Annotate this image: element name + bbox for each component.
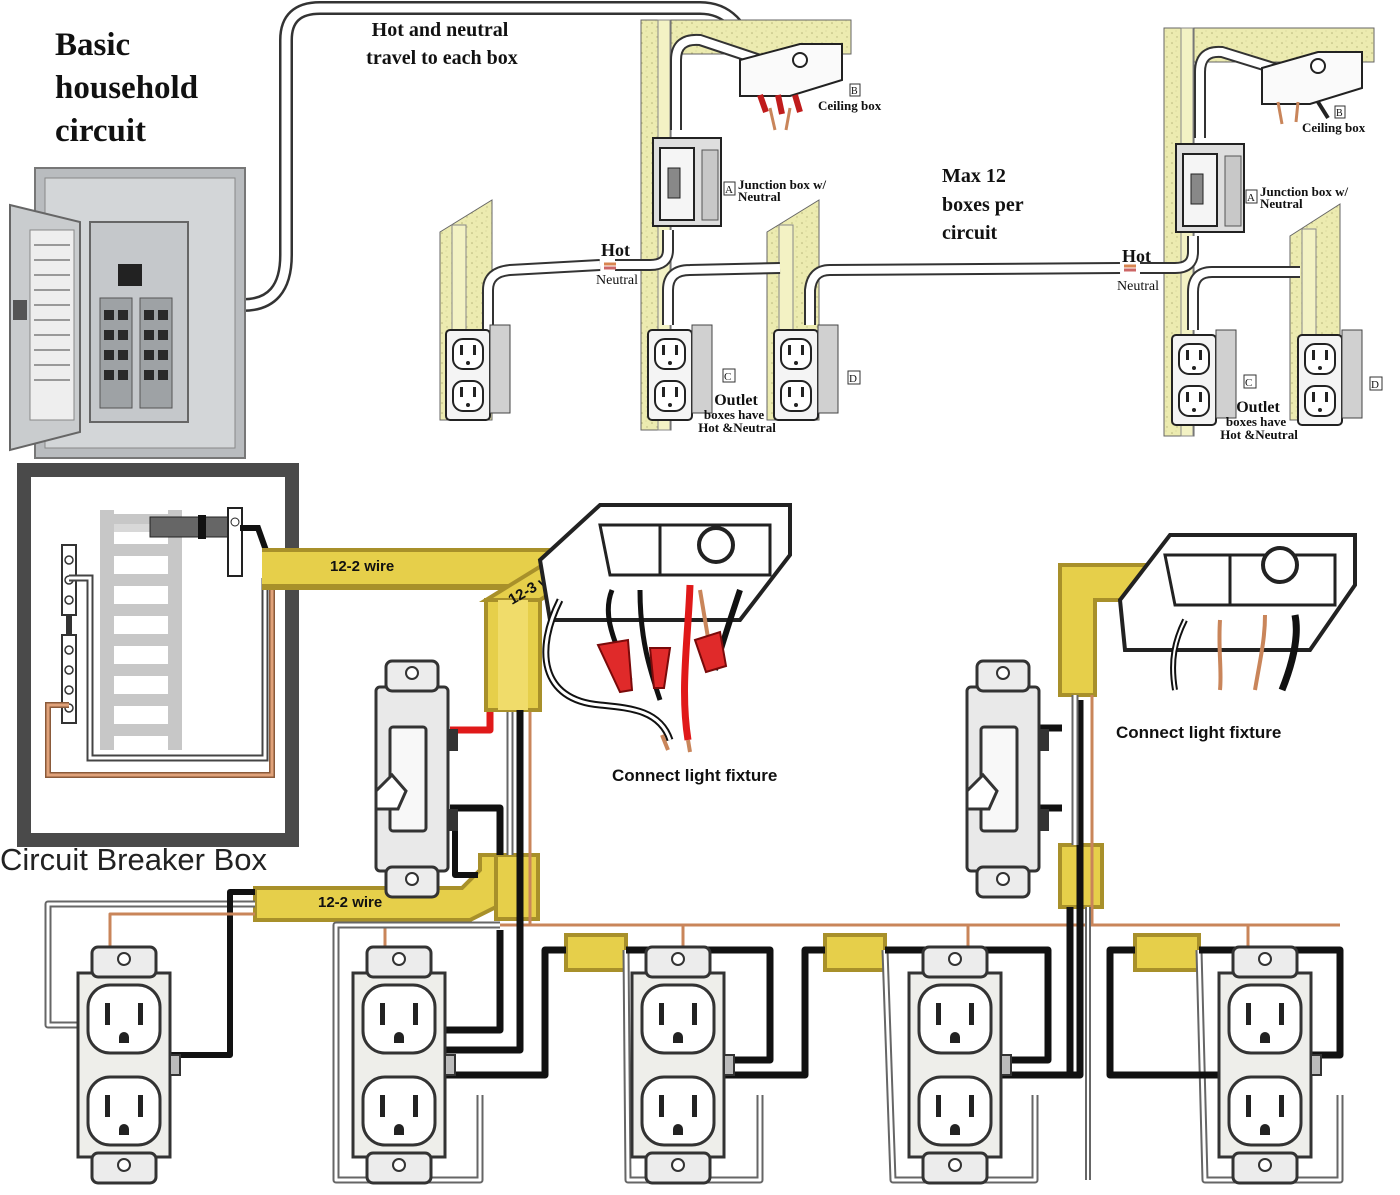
right-outlet-note-2: boxes have xyxy=(1226,414,1287,429)
outlet-2 xyxy=(351,945,457,1185)
left-box-d-letter: D xyxy=(849,373,857,385)
left-box-c-letter: C xyxy=(724,371,731,383)
outlet-1 xyxy=(76,945,182,1185)
outlet-4 xyxy=(907,945,1013,1185)
title-line-3: circuit xyxy=(55,113,146,149)
right-outlet-note-3: Hot &Neutral xyxy=(1220,427,1298,442)
outlet-3 xyxy=(630,945,736,1185)
left-ceiling-box-label: Ceiling box xyxy=(818,98,882,113)
right-switch xyxy=(965,659,1051,899)
right-neutral-label: Neutral xyxy=(1117,279,1159,294)
right-ceiling-box xyxy=(1261,51,1363,125)
right-outlet-note-1: Outlet xyxy=(1236,399,1280,416)
wire-outlets-label: 12-2 wire xyxy=(318,894,382,911)
left-fixture-label: Connect light fixture xyxy=(612,766,777,785)
title-line-1: Basic xyxy=(55,27,130,63)
right-box-c-letter: C xyxy=(1245,377,1252,389)
right-fixture-label: Connect light fixture xyxy=(1116,723,1281,742)
left-outlet-note-1: Outlet xyxy=(714,392,758,409)
wire-main-label: 12-2 wire xyxy=(330,558,394,575)
max-note-line-3: circuit xyxy=(942,222,998,244)
left-assembly: Hot Neutral B Ceiling box A Junction box… xyxy=(439,19,1121,435)
right-box-a-letter: A xyxy=(1247,192,1255,204)
right-ceiling-box-label: Ceiling box xyxy=(1302,120,1366,135)
left-box-b-letter: B xyxy=(851,86,858,97)
right-box-b-letter: B xyxy=(1336,108,1343,119)
left-outlet-note-2: boxes have xyxy=(704,407,765,422)
max-note-line-2: boxes per xyxy=(942,194,1024,216)
breaker-box-label: Circuit Breaker Box xyxy=(0,842,268,877)
left-junction-switch xyxy=(652,137,722,227)
title-line-2: household xyxy=(55,70,198,106)
electrical-panel xyxy=(9,167,246,459)
feed-note-line-2: travel to each box xyxy=(366,47,518,69)
right-hot-label: Hot xyxy=(1122,246,1151,266)
left-switch xyxy=(374,659,460,899)
left-outlet-note-3: Hot &Neutral xyxy=(698,420,776,435)
right-outlet-1 xyxy=(1171,329,1237,426)
left-hot-label: Hot xyxy=(601,240,630,260)
max-note-line-1: Max 12 xyxy=(942,165,1006,187)
left-outlet-1 xyxy=(445,324,511,421)
left-outlet-2 xyxy=(647,324,713,421)
outlet-5 xyxy=(1217,945,1323,1185)
left-outlet-3 xyxy=(773,324,839,421)
left-box-a-letter: A xyxy=(725,184,733,196)
left-ceiling-box xyxy=(739,43,843,131)
diagram-title: Basic household circuit xyxy=(55,27,198,149)
left-neutral-label: Neutral xyxy=(596,273,638,288)
left-junction-line-2: Neutral xyxy=(738,189,781,204)
right-outlet-2 xyxy=(1297,329,1363,426)
circuit-wiring xyxy=(44,695,1344,1184)
right-junction-line-2: Neutral xyxy=(1260,196,1303,211)
breaker-box xyxy=(17,463,299,847)
right-junction-line-1: Junction box w/ xyxy=(1260,184,1349,199)
feed-note-line-1: Hot and neutral xyxy=(372,19,509,41)
right-junction-switch xyxy=(1175,143,1245,233)
right-assembly: Hot Neutral B Ceiling box A Junction box… xyxy=(1117,27,1383,442)
left-fixture-box xyxy=(537,503,792,753)
right-box-d-letter: D xyxy=(1371,379,1379,391)
left-junction-line-1: Junction box w/ xyxy=(738,177,827,192)
right-fixture-box xyxy=(1117,533,1357,692)
